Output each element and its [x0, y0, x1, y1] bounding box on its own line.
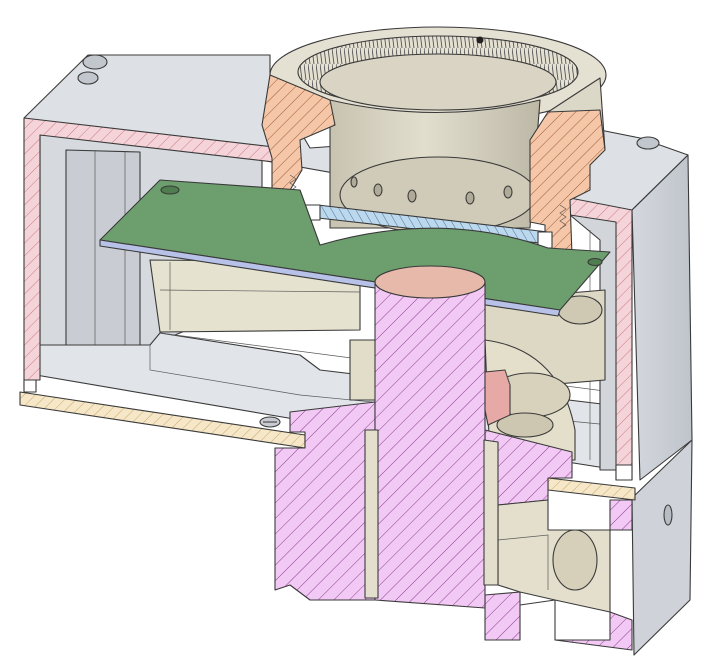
housing-lower-right-face: [631, 439, 693, 656]
pcb-hole: [587, 257, 603, 267]
clamping-nut: [261, 26, 607, 263]
set-screw: [476, 36, 484, 44]
central-shaft: [374, 281, 486, 609]
nut-section-right: [529, 109, 606, 263]
sensor-block: [484, 369, 511, 426]
internal-components: [149, 259, 606, 461]
mounting-hole: [77, 71, 99, 85]
bore-holes: [350, 176, 513, 205]
shaft-end-face: [374, 265, 486, 299]
mounting-hole: [663, 504, 673, 526]
mounting-hole: [82, 54, 108, 70]
cover-plate-section-right: [547, 477, 636, 501]
shaft-sleeve-right: [483, 439, 499, 586]
screw-head: [259, 416, 281, 428]
base-flange-section: [274, 401, 376, 601]
base-right-block: [609, 499, 633, 531]
mounting-hole: [636, 136, 660, 150]
housing-right-face: [631, 154, 693, 481]
shaft-sleeve-left: [364, 429, 379, 599]
housing-inner-column: [65, 149, 141, 356]
pcb-hole: [160, 185, 180, 195]
